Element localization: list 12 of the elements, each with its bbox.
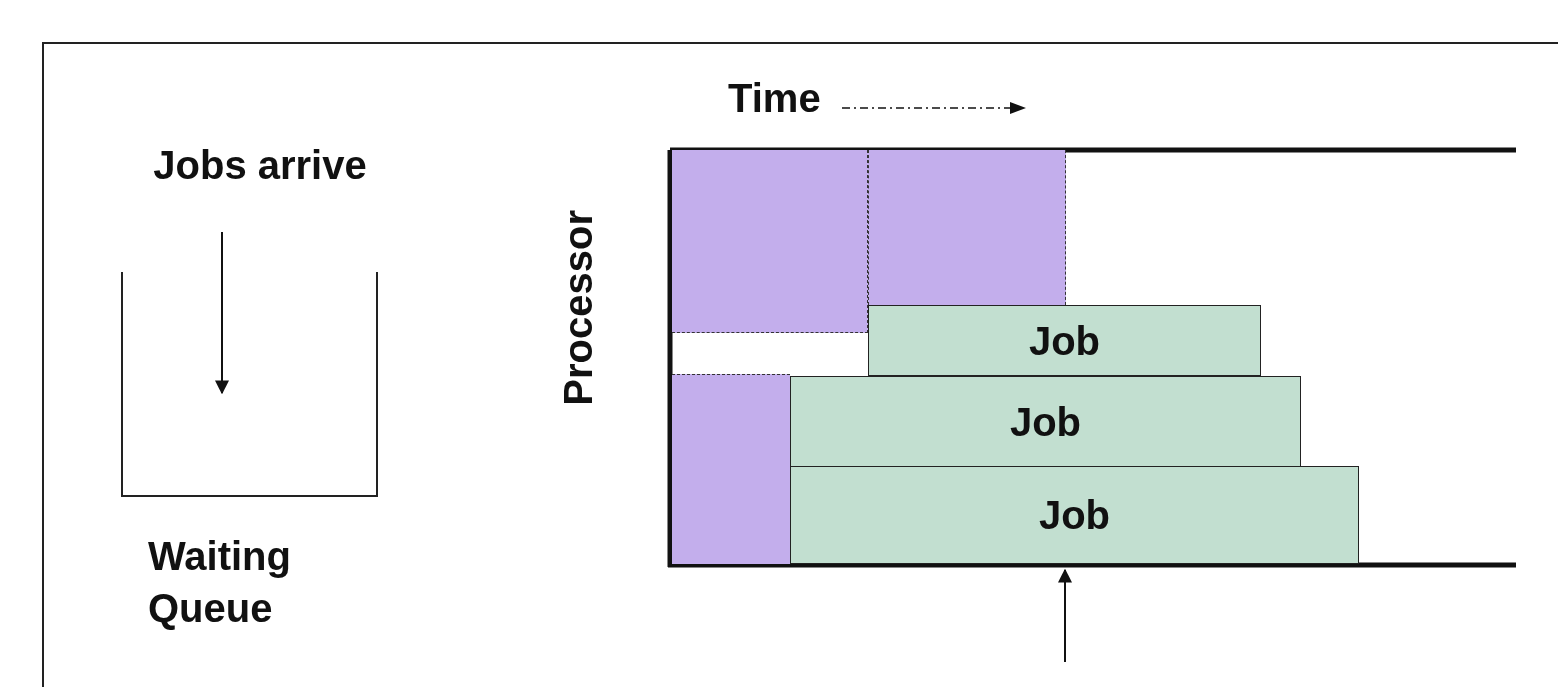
- axis-title: Time: [728, 76, 821, 121]
- caption-text: Jobs arrive: [100, 135, 420, 195]
- idle-block: [672, 374, 790, 564]
- queue-label: Waiting Queue: [148, 533, 292, 632]
- arrow: [1058, 568, 1072, 663]
- job-bar: Job: [790, 466, 1359, 564]
- idle-block: [868, 150, 1066, 305]
- idle-block: [672, 150, 868, 333]
- axis-title: Processor: [556, 210, 601, 406]
- arrow: [215, 231, 229, 395]
- job-bar: Job: [868, 305, 1261, 376]
- job-bar: Job: [790, 376, 1301, 467]
